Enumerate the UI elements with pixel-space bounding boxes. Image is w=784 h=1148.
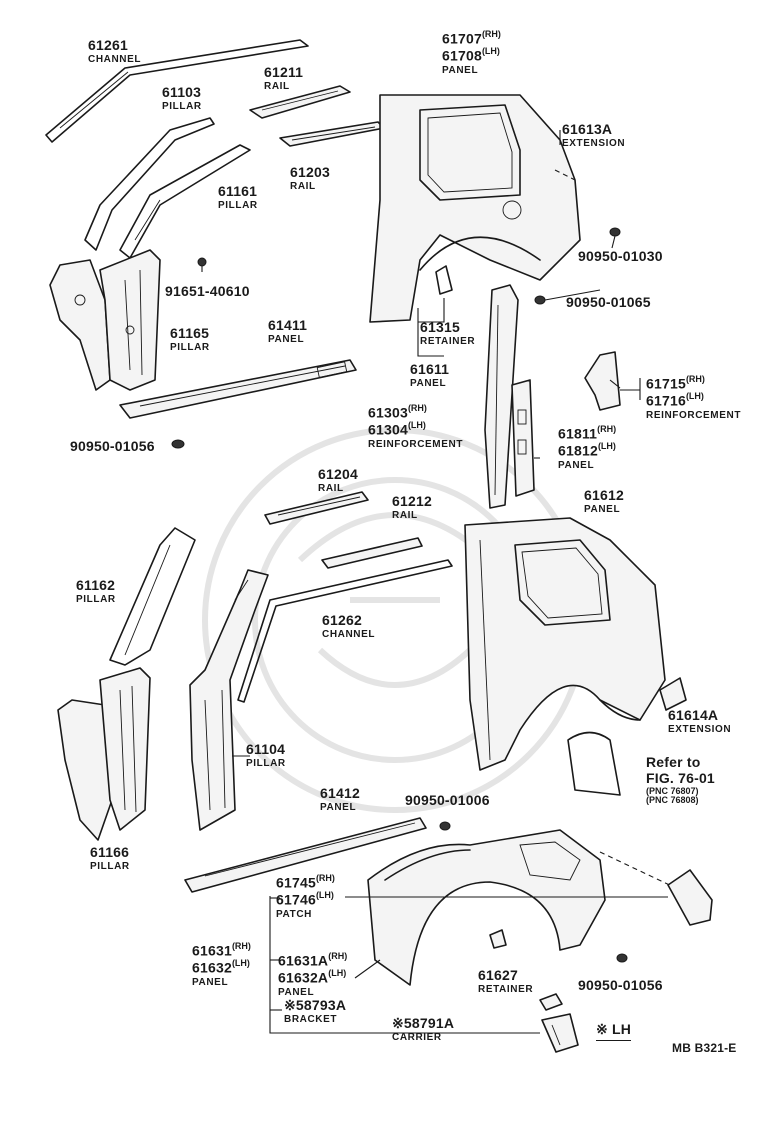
- label-90950-01056-right: 90950-01056: [578, 977, 663, 993]
- pillar-61165: [49, 249, 161, 391]
- label-61611: 61611 PANEL: [410, 361, 450, 389]
- rail-61203: [279, 121, 385, 147]
- label-61303: 61303(RH) 61304(LH) REINFORCEMENT: [368, 403, 464, 450]
- label-61411: 61411 PANEL: [268, 317, 308, 345]
- label-refer-fig-76-01: Refer to FIG. 76-01 (PNC 76807) (PNC 768…: [646, 754, 715, 805]
- label-61811: 61811(RH) 61812(LH) PANEL: [558, 424, 617, 471]
- label-91651-40610: 91651-40610: [165, 283, 250, 299]
- label-lh-note: ※ LH: [596, 1022, 632, 1041]
- label-61212: 61212 RAIL: [392, 493, 432, 521]
- label-61161: 61161 PILLAR: [218, 183, 258, 211]
- panel-61612: [464, 517, 666, 771]
- leader-lines: [232, 130, 668, 1034]
- label-61715: 61715(RH) 61716(LH) REINFORCEMENT: [646, 374, 742, 421]
- bolt-91651-40610: [197, 257, 207, 272]
- label-61631A: 61631A(RH) 61632A(LH) PANEL: [278, 951, 348, 998]
- reinforcement-61303: [484, 284, 519, 509]
- pillar-61104: [189, 569, 269, 831]
- rail-61211: [249, 85, 351, 119]
- pillar-61162: [109, 527, 196, 666]
- panel-61811: [511, 379, 535, 497]
- label-61203: 61203 RAIL: [290, 164, 330, 192]
- label-61627: 61627 RETAINER: [478, 967, 534, 995]
- extension-61614A: [659, 677, 687, 711]
- label-61204: 61204 RAIL: [318, 466, 358, 494]
- label-90950-01056-left: 90950-01056: [70, 438, 155, 454]
- rail-61204: [264, 491, 369, 525]
- label-61211: 61211 RAIL: [264, 64, 304, 92]
- wheelhouse-liner-reference: [567, 731, 621, 796]
- panel-61631-inner-wheelhouse: [367, 829, 606, 986]
- reinforcement-61715: [584, 351, 641, 411]
- channel-61261: [45, 39, 309, 143]
- panel-61412: [184, 817, 427, 893]
- label-61412: 61412 PANEL: [320, 785, 360, 813]
- label-61631: 61631(RH) 61632(LH) PANEL: [192, 941, 251, 988]
- label-90950-01006: 90950-01006: [405, 792, 490, 808]
- plug-90950-01006: [439, 821, 451, 831]
- retainer-61315: [417, 265, 453, 357]
- label-61262: 61262 CHANNEL: [322, 612, 376, 640]
- rail-61212: [321, 537, 423, 569]
- panel-61411: [119, 359, 357, 419]
- label-90950-01030: 90950-01030: [578, 248, 663, 264]
- label-61614A: 61614A EXTENSION: [668, 707, 732, 735]
- pillar-61166: [57, 667, 151, 841]
- label-61613A: 61613A EXTENSION: [562, 121, 626, 149]
- label-61261: 61261 CHANNEL: [88, 37, 142, 65]
- carrier-58791A: [541, 1013, 579, 1053]
- label-61745: 61745(RH) 61746(LH) PATCH: [276, 873, 335, 920]
- label-58793A: ※58793A BRACKET: [284, 997, 347, 1025]
- plug-90950-01056-left: [171, 439, 185, 449]
- label-ref-code: MB B321-E: [672, 1041, 737, 1055]
- plug-90950-01030: [609, 227, 621, 237]
- panel-61707: [369, 94, 581, 323]
- label-61166: 61166 PILLAR: [90, 844, 130, 872]
- label-61103: 61103 PILLAR: [162, 84, 202, 112]
- label-61315: 61315 RETAINER: [420, 319, 476, 347]
- patch-61745: [599, 851, 713, 926]
- label-61707: 61707(RH) 61708(LH) PANEL: [442, 29, 501, 76]
- label-58791A: ※58791A CARRIER: [392, 1015, 455, 1043]
- label-90950-01065: 90950-01065: [566, 294, 651, 310]
- retainer-61627: [489, 929, 507, 949]
- label-61165: 61165 PILLAR: [170, 325, 210, 353]
- extension-61613A: [554, 169, 576, 181]
- pillar-61103: [84, 117, 215, 251]
- label-61162: 61162 PILLAR: [76, 577, 116, 605]
- label-61104: 61104 PILLAR: [246, 741, 286, 769]
- bracket-58793A: [539, 993, 563, 1011]
- plug-90950-01065: [534, 295, 546, 305]
- label-61612: 61612 PANEL: [584, 487, 624, 515]
- plug-90950-01056-right: [616, 953, 628, 963]
- channel-61262: [237, 559, 453, 703]
